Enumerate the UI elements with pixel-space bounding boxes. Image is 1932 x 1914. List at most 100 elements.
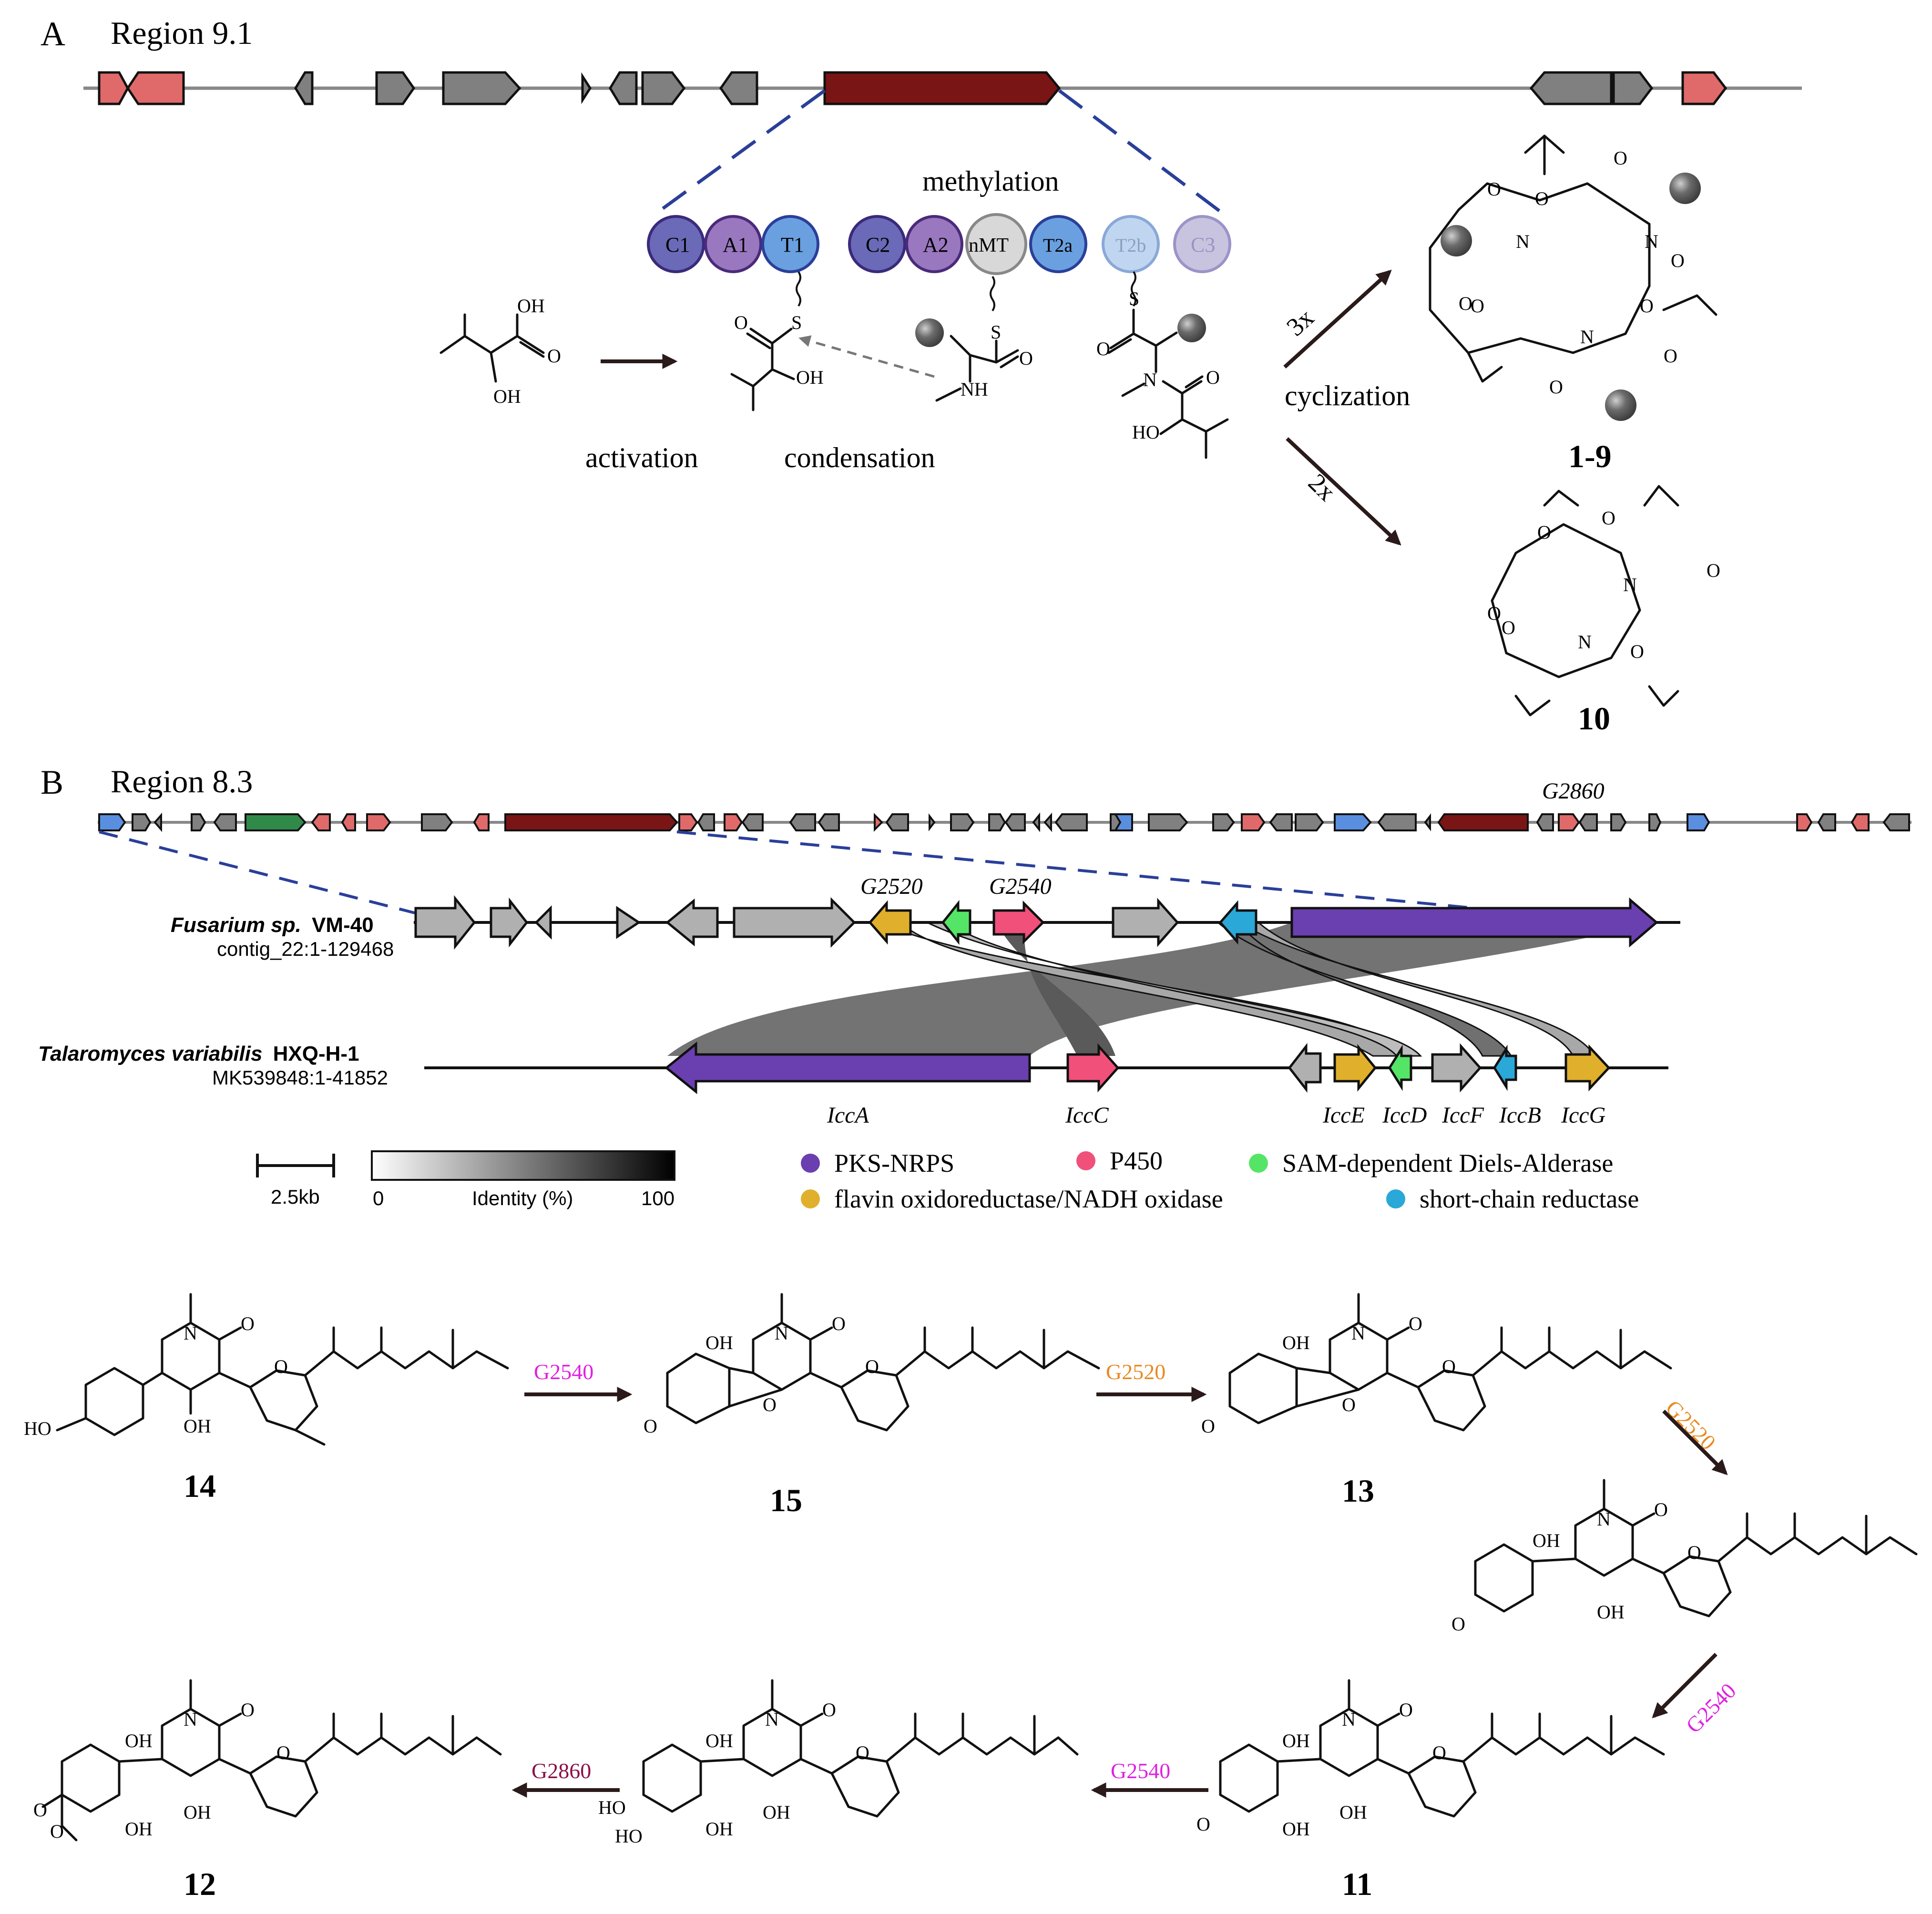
scale-bar: 2.5kb (256, 1154, 335, 1208)
compound-14-label: 14 (184, 1468, 216, 1504)
atom-o: O (1399, 1699, 1413, 1720)
atom-n: N (1645, 231, 1658, 252)
legend-short-chain-reductase: short-chain reductase (1420, 1185, 1639, 1213)
step-label-3: G2520 (1661, 1395, 1721, 1455)
substrate-hydroxy-acid: OH O OH (440, 295, 561, 407)
phosphopantetheine-tethers (796, 271, 1136, 312)
atom-oh: OH (184, 1415, 211, 1437)
atom-o: O (1452, 1613, 1465, 1635)
atom-o: O (241, 1313, 255, 1334)
domain-c2: C2 (866, 233, 890, 256)
atom-oh: OH (1282, 1818, 1310, 1840)
atom-ho: HO (1132, 421, 1160, 443)
step-arrow-3 (1662, 1410, 1728, 1475)
atom-o: O (1019, 348, 1033, 369)
pathway-compound-12: N O OH OH O O O OH (33, 1679, 502, 1842)
step-label-4: G2540 (1681, 1679, 1741, 1738)
atom-n: N (1516, 231, 1530, 252)
domain-c1: C1 (665, 233, 690, 256)
panel-a-letter: A (41, 15, 65, 53)
pathway-compound-11: N O OH OH O O OH (1196, 1679, 1665, 1840)
atom-s: S (1129, 288, 1139, 309)
atom-oh: OH (125, 1730, 153, 1751)
pathway-compound-13: N O OH O O O (1201, 1293, 1672, 1437)
t1-bound-intermediate: S O OH (730, 312, 824, 411)
atom-ho: HO (598, 1797, 626, 1818)
atom-oh: OH (493, 386, 521, 407)
atom-oh: OH (1339, 1801, 1367, 1823)
atom-oh: OH (1282, 1332, 1310, 1353)
atom-o: O (1535, 188, 1549, 209)
atom-o: O (1196, 1813, 1210, 1835)
gene-function-legend: PKS-NRPS P450 SAM-dependent Diels-Aldera… (801, 1146, 1639, 1213)
gene-label-iccd: IccD (1382, 1103, 1427, 1128)
atom-o: O (856, 1742, 869, 1763)
t2-bound-dipeptide: S O N O HO (1096, 288, 1229, 459)
compound-1-9-label: 1-9 (1568, 438, 1612, 474)
atom-o: O (1630, 641, 1644, 662)
label-2x: 2x (1303, 468, 1341, 507)
atom-o: O (1671, 250, 1685, 271)
atom-oh: OH (1597, 1601, 1625, 1623)
nrps-domain-row: C1 A1 T1 C2 A2 nMT T2a T2b C3 (647, 213, 1231, 275)
atom-o: O (1409, 1313, 1422, 1334)
gene-label-icca: IccA (827, 1103, 869, 1128)
scale-label: 2.5kb (271, 1186, 320, 1208)
fusarium-gene-track (414, 895, 1680, 950)
atom-n: N (1143, 369, 1157, 390)
domain-nmt: nMT (969, 235, 1009, 256)
legend-dot-diels-alderase (1249, 1154, 1268, 1173)
gene-label-iccb: IccB (1499, 1103, 1541, 1128)
step-arrow-4 (1652, 1653, 1717, 1719)
atom-oh: OH (1533, 1530, 1560, 1551)
atom-o: O (1342, 1394, 1356, 1415)
atom-o: O (1459, 293, 1472, 314)
cyclohexadepsipeptide-structure: O N N O O N O O O O O O (1429, 134, 1717, 421)
compound-15-label: 15 (770, 1482, 802, 1518)
atom-s: S (991, 321, 1001, 343)
gene-label-iccc: IccC (1065, 1103, 1109, 1128)
pathway-diol-intermediate: N O OH OH O HO HO OH (598, 1679, 1079, 1847)
atom-nh: NH (961, 379, 988, 400)
org2-species: Talaromyces variabilis (38, 1042, 262, 1065)
pathway-intermediate-ketone: N O OH OH O O (1452, 1479, 1918, 1635)
domain-c3: C3 (1191, 233, 1215, 256)
legend-p450: P450 (1110, 1146, 1163, 1175)
pathway-compound-14: N O OH O HO (24, 1293, 509, 1446)
atom-o: O (1707, 560, 1720, 581)
org1-genus: Fusarium sp. (171, 913, 301, 937)
domain-t1: T1 (781, 233, 804, 256)
atom-o: O (50, 1821, 64, 1842)
atom-o: O (1614, 147, 1627, 169)
legend-dot-p450 (1076, 1151, 1095, 1170)
atom-oh: OH (125, 1818, 153, 1840)
domain-a2: A2 (923, 233, 949, 256)
atom-o: O (1502, 617, 1515, 638)
step-label-1: G2540 (534, 1360, 593, 1384)
region-9-1-gene-track (83, 71, 1802, 105)
atom-o: O (1602, 507, 1615, 529)
gene-label-iccf: IccF (1441, 1103, 1484, 1128)
gene-label-icce: IccE (1322, 1103, 1365, 1128)
compound-10-label: 10 (1578, 700, 1610, 737)
org1-strain: VM-40 (312, 913, 374, 937)
panel-b-letter: B (41, 763, 63, 801)
step-label-2: G2520 (1106, 1360, 1165, 1384)
atom-o: O (763, 1394, 777, 1415)
condensation-label: condensation (784, 442, 935, 473)
zoom-dashes-a (656, 89, 1229, 218)
legend-dot-short-chain-reductase (1386, 1189, 1405, 1208)
gene-tag-g2860: G2860 (1542, 778, 1605, 804)
talaromyces-gene-track (424, 1041, 1668, 1095)
legend-dot-flavin (801, 1189, 820, 1208)
step-label-6: G2860 (532, 1759, 591, 1783)
atom-o: O (1687, 1542, 1701, 1563)
atom-o: O (1487, 603, 1501, 624)
atom-o: O (274, 1356, 288, 1377)
panel-a-title: Region 9.1 (111, 15, 253, 51)
legend-flavin: flavin oxidoreductase/NADH oxidase (834, 1185, 1223, 1213)
atom-n: N (184, 1322, 197, 1344)
atom-o: O (1442, 1356, 1456, 1377)
activation-label: activation (585, 442, 698, 473)
